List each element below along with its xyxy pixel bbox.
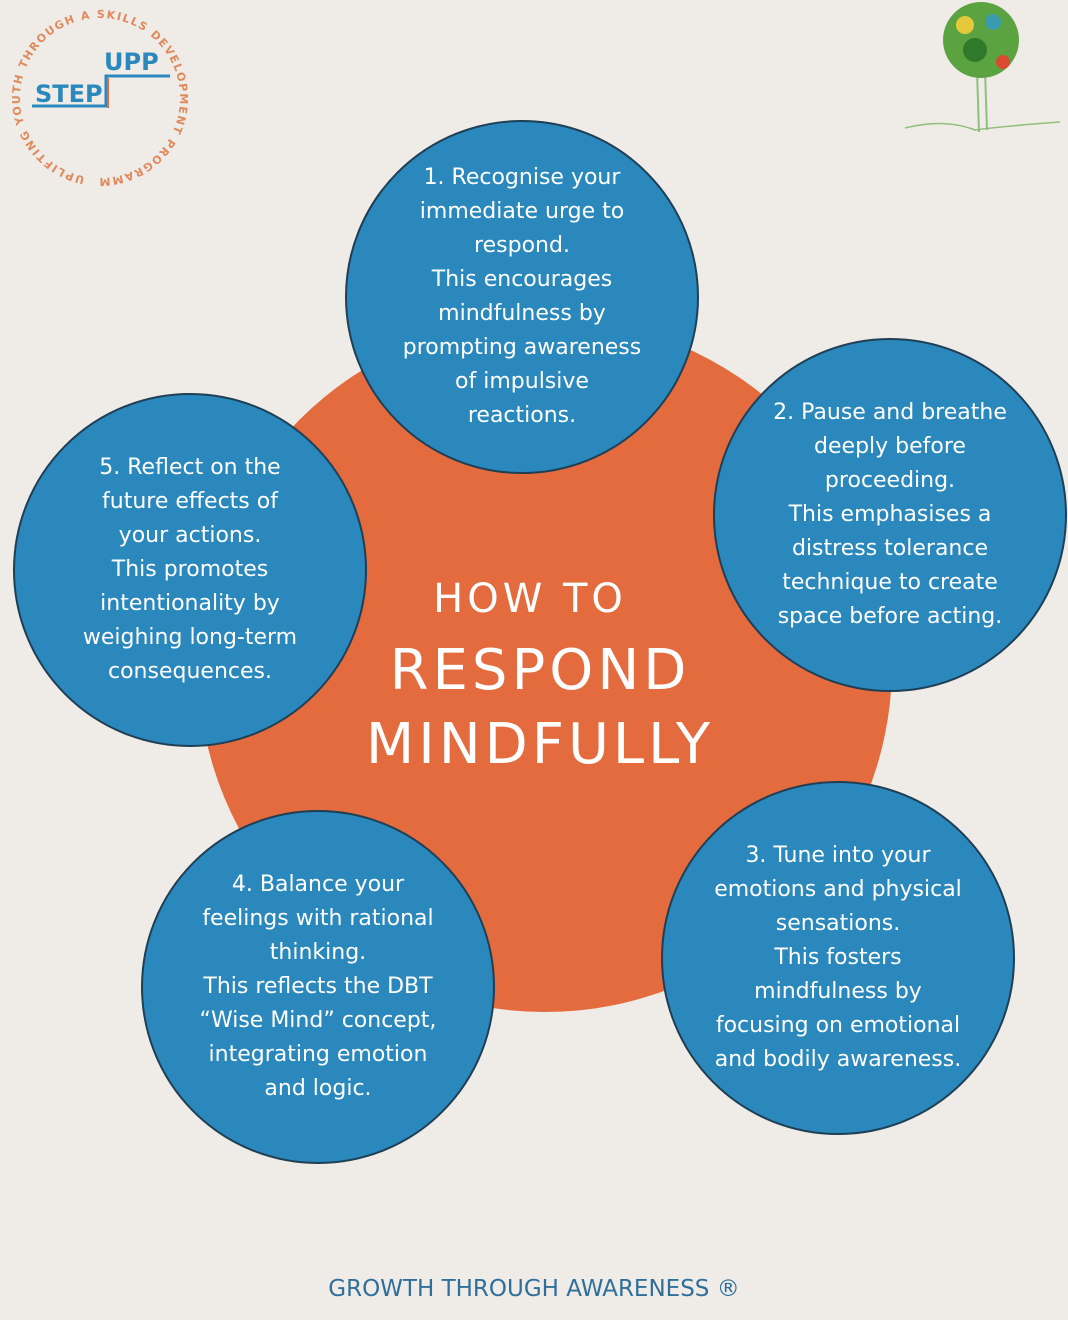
title-line-1: HOW TO [433,576,627,622]
step-5-text: 5. Reflect on the future effects of your… [82,455,298,684]
step-1-bubble: 1. Recognise your immediate urge to resp… [345,120,699,474]
tree-icon [904,2,1061,133]
step-2-bubble: 2. Pause and breathe deeply before proce… [713,338,1067,692]
step-4-text: 4. Balance your feelings with rational t… [199,872,437,1101]
step-4-bubble: 4. Balance your feelings with rational t… [141,810,495,1164]
step-1-text: 1. Recognise your immediate urge to resp… [402,165,642,428]
svg-text:UPP: UPP [104,48,159,76]
footer-tagline: GROWTH THROUGH AWARENESS ® [328,1276,740,1302]
title-line-3: MINDFULLY [365,712,715,777]
step-3-bubble: 3. Tune into your emotions and physical … [661,781,1015,1135]
step-5-bubble: 5. Reflect on the future effects of your… [13,393,367,747]
step-upp-logo: UPLIFTING YOUTH THROUGH A SKILLS DEVELOP… [0,0,189,188]
title-line-2: RESPOND [389,638,691,703]
step-2-text: 2. Pause and breathe deeply before proce… [773,400,1007,629]
step-3-text: 3. Tune into your emotions and physical … [714,843,962,1072]
svg-text:STEP: STEP [35,80,103,108]
